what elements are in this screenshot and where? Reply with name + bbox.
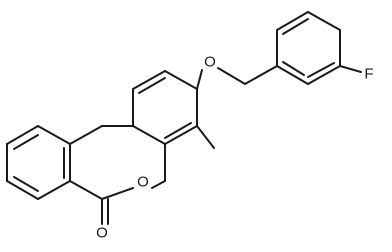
double-bond xyxy=(13,134,39,150)
single-bond xyxy=(196,69,203,90)
single-bond xyxy=(37,180,71,200)
single-bond xyxy=(196,125,215,149)
double-bond xyxy=(282,18,309,35)
single-bond xyxy=(307,65,341,85)
single-bond xyxy=(69,125,103,145)
single-bond xyxy=(217,67,246,85)
single-bond xyxy=(307,11,341,31)
single-bond xyxy=(132,70,166,90)
single-bond xyxy=(37,125,71,145)
single-bond xyxy=(164,70,198,90)
single-bond xyxy=(244,65,278,85)
bond-lines xyxy=(6,11,362,225)
single-bond xyxy=(164,125,198,145)
single-bond xyxy=(151,180,166,189)
double-bond xyxy=(307,62,335,78)
single-bond xyxy=(276,65,309,85)
atom-label-ring-oxygen: O xyxy=(137,174,149,191)
single-bond xyxy=(276,11,309,31)
single-bond xyxy=(69,180,103,200)
single-bond xyxy=(101,187,134,200)
single-bond xyxy=(339,65,362,73)
atom-label-fluorine: F xyxy=(364,66,373,83)
single-bond xyxy=(6,180,39,200)
double-bond xyxy=(138,77,166,94)
atom-label-ether-oxygen: O xyxy=(204,54,216,71)
double-bond xyxy=(13,176,39,192)
single-bond xyxy=(6,125,39,145)
double-bond xyxy=(164,122,192,139)
atom-label-carbonyl-oxygen: O xyxy=(96,225,108,242)
single-bond xyxy=(132,125,166,145)
double-bond xyxy=(282,61,305,76)
